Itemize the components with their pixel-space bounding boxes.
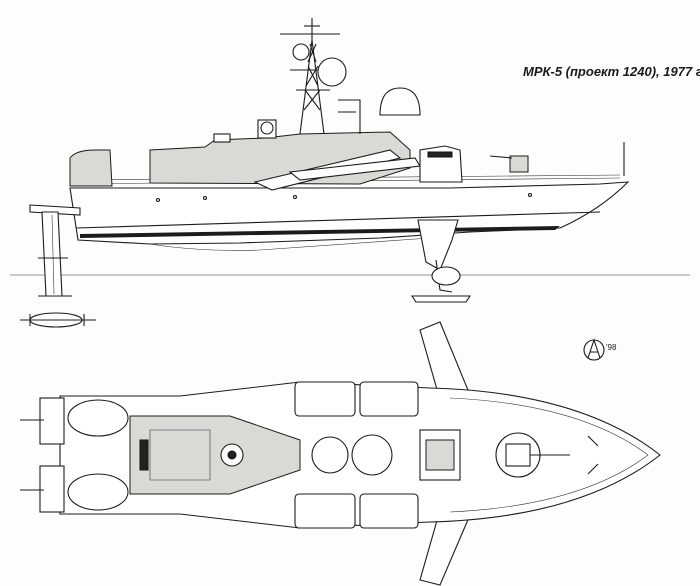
bow-foil	[410, 219, 472, 303]
radome-top-2	[351, 434, 393, 476]
stern-pod-lower	[39, 465, 65, 513]
missile-canister-1	[294, 381, 356, 417]
stern-foil	[20, 204, 96, 328]
stern-pod-upper	[39, 397, 65, 445]
radome-main	[317, 57, 347, 87]
missile-canister-3	[294, 493, 356, 529]
radome-top-1	[311, 436, 349, 474]
aft-deckhouse	[69, 149, 113, 187]
forward-gun-mount	[509, 155, 529, 173]
radome-fwd	[379, 87, 421, 116]
top-superstructure	[129, 415, 301, 495]
missile-canister-4	[359, 493, 419, 529]
bridge	[419, 145, 463, 183]
author-signature-year: '98	[606, 343, 617, 352]
side-view	[10, 18, 690, 328]
missile-canister-2	[359, 381, 419, 417]
drawing-title: МРК-5 (проект 1240), 1977 г.	[523, 64, 700, 79]
top-view	[20, 321, 661, 586]
author-monogram	[583, 338, 605, 361]
